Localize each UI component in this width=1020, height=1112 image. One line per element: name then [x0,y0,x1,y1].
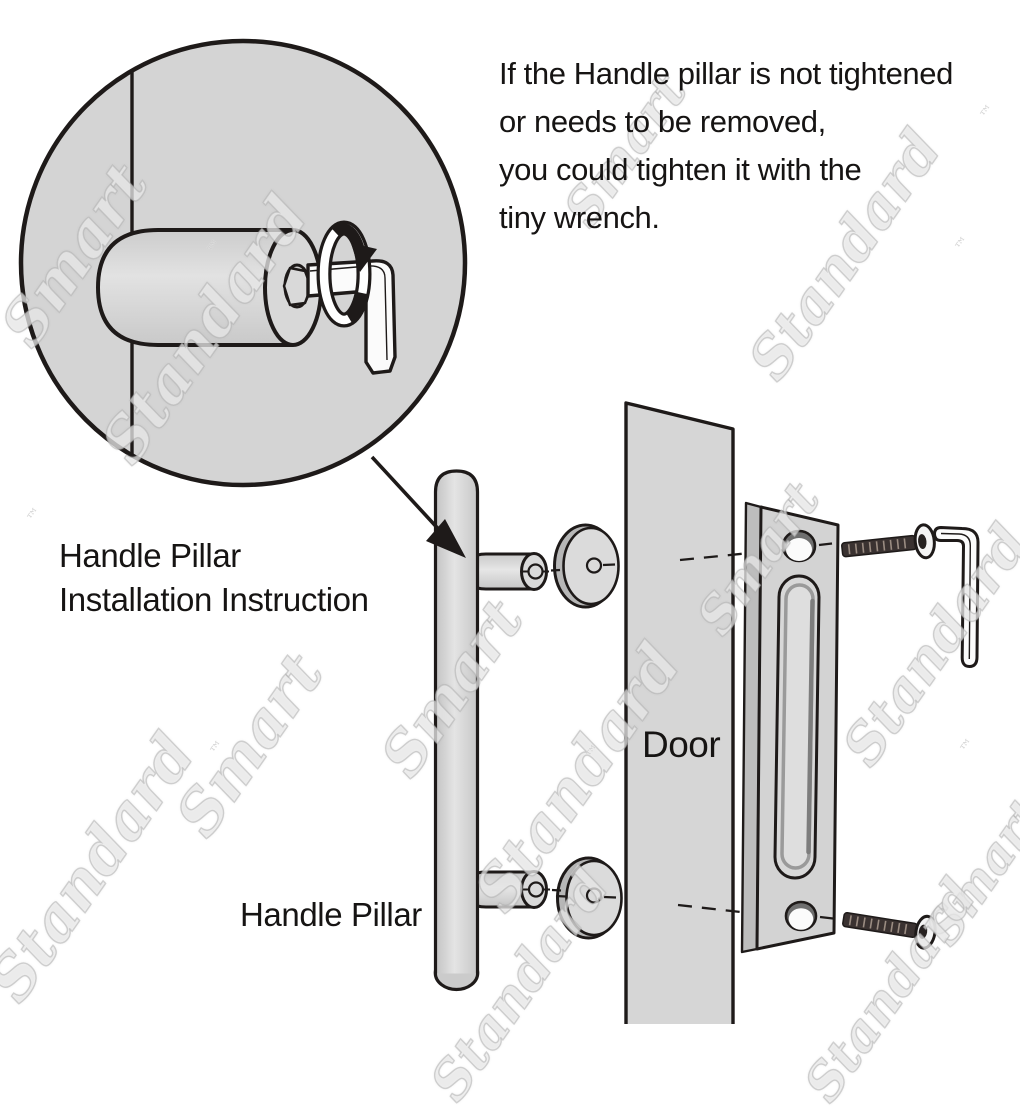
magnifier-circle [18,38,468,488]
diagram-page: Smart Standard Smart Standard Smart Stan… [0,38,1020,1112]
bottom-screw [842,911,937,950]
rotation-arrow [316,220,377,328]
lower-flange-disc [555,856,623,940]
plate-bottom-hole [784,900,818,932]
pointer-arrow [370,455,466,558]
alignment-dashes [550,542,834,920]
hex-set-screw [282,263,313,309]
upper-flange-disc [553,523,620,609]
allen-wrench [933,526,980,668]
plate-top-hole [781,529,817,563]
door-panel [624,401,735,1024]
top-screw [841,523,936,560]
diagram-canvas [18,38,980,1024]
handle-bar [433,469,480,992]
plate-recess-oval [773,574,821,880]
flush-pull-plate [740,501,840,954]
